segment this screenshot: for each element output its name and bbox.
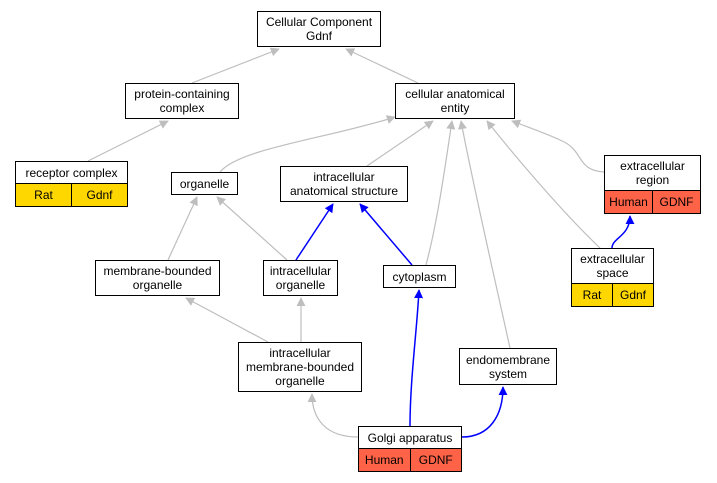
annotation-species: Rat [16, 184, 71, 206]
annotation-species: Human [359, 449, 410, 471]
node-extracellular-region[interactable]: extracellular region Human GDNF [604, 155, 701, 214]
annotation-species: Rat [572, 284, 612, 306]
node-label: cellular anatomical entity [405, 87, 505, 115]
edge-organelle-to-cellular-anatomical-entity [219, 115, 396, 173]
node-label: Golgi apparatus [367, 430, 453, 445]
node-label: extracellular space [580, 252, 645, 280]
edge-intracellular-membrane-bounded-organelle-to-membrane-bounded-organelle [185, 297, 269, 343]
edge-cytoplasm-to-cellular-anatomical-entity [425, 120, 456, 266]
edge-intracellular-organelle-to-organelle [216, 196, 288, 261]
annotation-row: Human GDNF [359, 448, 461, 471]
annotation-row: Rat Gdnf [572, 283, 653, 306]
node-label: membrane-bounded organelle [103, 264, 212, 292]
annotation-row: Human GDNF [605, 190, 700, 213]
edge-golgi-apparatus-to-endomembrane-system [461, 386, 508, 438]
edge-cellular-anatomical-entity-to-cellular-component [345, 48, 419, 84]
node-extracellular-space[interactable]: extracellular space Rat Gdnf [571, 248, 654, 307]
node-label: cytoplasm [392, 269, 447, 284]
node-receptor-complex[interactable]: receptor complex Rat Gdnf [15, 161, 128, 207]
edge-receptor-complex-to-protein-containing-complex [87, 120, 169, 162]
node-label: protein-containing complex [134, 87, 230, 115]
node-label: extracellular region [620, 159, 685, 187]
node-intracellular-anatomical-structure[interactable]: intracellular anatomical structure [280, 166, 408, 202]
node-intracellular-organelle[interactable]: intracellular organelle [263, 260, 338, 296]
node-cytoplasm[interactable]: cytoplasm [383, 265, 456, 288]
node-label: intracellular anatomical structure [289, 170, 399, 198]
node-label: intracellular organelle [269, 264, 332, 292]
edge-golgi-apparatus-to-cytoplasm [409, 289, 424, 427]
edge-extracellular-region-to-cellular-anatomical-entity [511, 119, 605, 173]
edge-cytoplasm-to-intracellular-anatomical-structure [359, 203, 413, 266]
node-protein-containing-complex[interactable]: protein-containing complex [125, 83, 239, 119]
annotation-species: Human [605, 191, 652, 213]
node-membrane-bounded-organelle[interactable]: membrane-bounded organelle [95, 260, 220, 296]
edge-endomembrane-system-to-cellular-anatomical-entity [458, 120, 511, 349]
node-label: intracellular membrane-bounded organelle [245, 346, 355, 388]
node-cellular-anatomical-entity[interactable]: cellular anatomical entity [395, 83, 515, 119]
annotation-gene: GDNF [409, 449, 461, 471]
annotation-gene: GDNF [652, 191, 700, 213]
node-intracellular-membrane-bounded-organelle[interactable]: intracellular membrane-bounded organelle [238, 342, 362, 392]
annotation-gene: Gdnf [612, 284, 653, 306]
edge-membrane-bounded-organelle-to-organelle [167, 196, 198, 261]
node-label: receptor complex [25, 165, 118, 180]
node-endomembrane-system[interactable]: endomembrane system [459, 348, 557, 385]
node-organelle[interactable]: organelle [171, 172, 238, 195]
node-label: endomembrane system [465, 352, 551, 381]
node-label: organelle [179, 176, 230, 191]
node-cellular-component[interactable]: Cellular Component Gdnf [257, 11, 381, 47]
node-label: Cellular Component Gdnf [265, 15, 373, 43]
edge-extracellular-space-to-cellular-anatomical-entity [486, 120, 601, 249]
node-golgi-apparatus[interactable]: Golgi apparatus Human GDNF [358, 426, 462, 472]
edge-intracellular-organelle-to-intracellular-anatomical-structure [295, 203, 334, 261]
edge-extracellular-space-to-extracellular-region [611, 215, 635, 249]
annotation-row: Rat Gdnf [16, 183, 127, 206]
edge-golgi-apparatus-to-intracellular-membrane-bounded-organelle [307, 393, 359, 438]
edge-intracellular-anatomical-structure-to-cellular-anatomical-entity [366, 120, 434, 167]
annotation-gene: Gdnf [71, 184, 127, 206]
edge-protein-containing-complex-to-cellular-component [191, 47, 280, 84]
